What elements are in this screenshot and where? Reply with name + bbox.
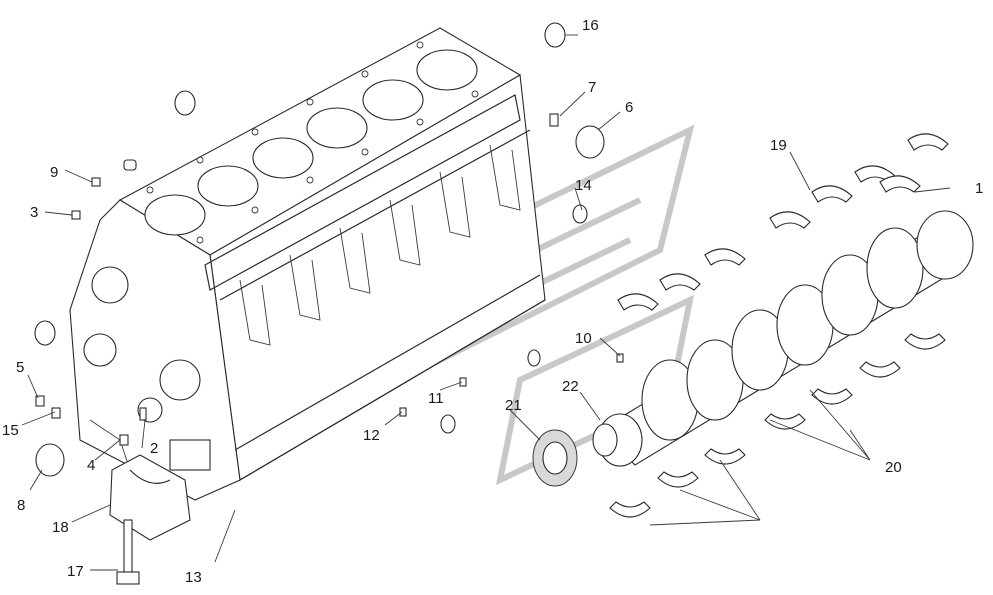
callout-10: 10	[575, 330, 592, 347]
callout-8: 8	[17, 497, 25, 514]
cylinder-block	[69, 27, 546, 501]
leader-lines	[21, 34, 951, 571]
callout-labels: 1 2 3 4 5 6 7 8 9 10 11 12 13 14 15 16 1…	[2, 17, 983, 586]
callout-9: 9	[50, 164, 58, 181]
timing-gear	[532, 429, 578, 487]
callout-20: 20	[885, 459, 902, 476]
callout-13: 13	[185, 569, 202, 586]
callout-19: 19	[770, 137, 787, 154]
upper-bearing-shells	[617, 133, 949, 311]
callout-1: 1	[975, 180, 983, 197]
callout-18: 18	[52, 519, 69, 536]
callout-15: 15	[2, 422, 19, 439]
lower-bearing-shells	[609, 333, 946, 518]
callout-12: 12	[363, 427, 380, 444]
crankshaft	[592, 210, 974, 467]
callout-17: 17	[67, 563, 84, 580]
callout-16: 16	[582, 17, 599, 34]
callout-21: 21	[505, 397, 522, 414]
callout-2: 2	[150, 440, 158, 457]
small-parts	[34, 22, 624, 585]
callout-14: 14	[575, 177, 592, 194]
callout-11: 11	[428, 390, 444, 407]
callout-4: 4	[87, 457, 95, 474]
callout-22: 22	[562, 378, 579, 395]
callout-3: 3	[30, 204, 38, 221]
callout-5: 5	[16, 359, 24, 376]
callout-6: 6	[625, 99, 633, 116]
callout-7: 7	[588, 79, 596, 96]
